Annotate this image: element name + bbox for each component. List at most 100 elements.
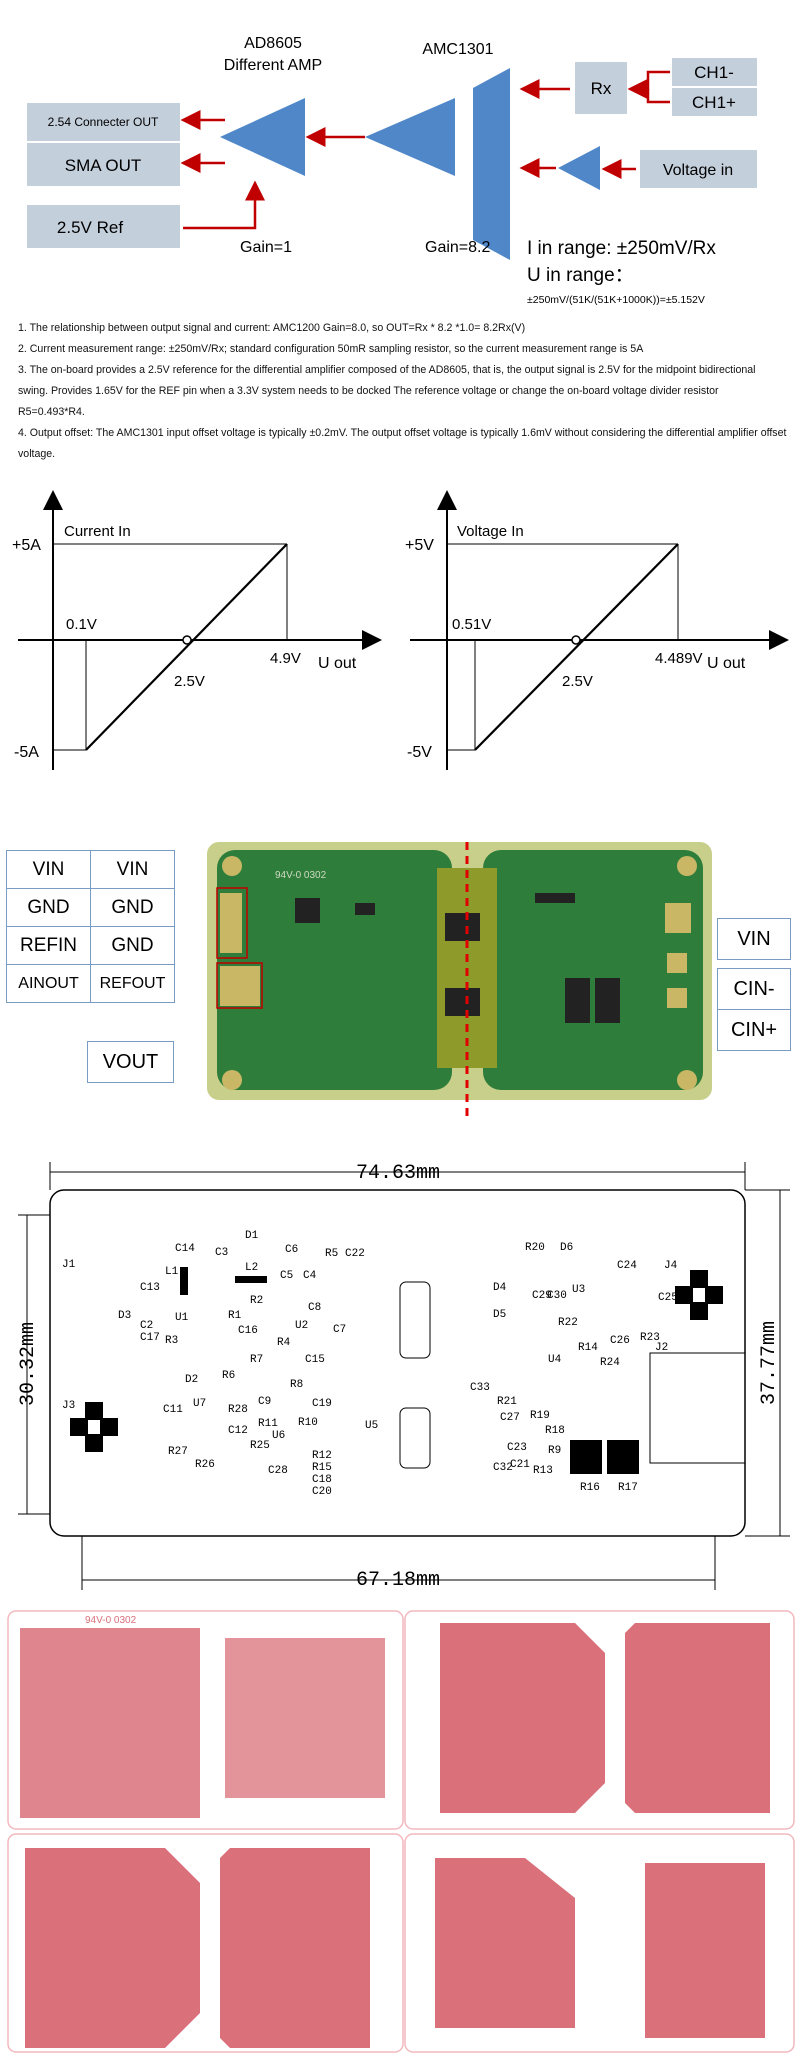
component-label-r25: R25 — [250, 1440, 270, 1452]
component-label-u2: U2 — [295, 1320, 308, 1332]
amc1301-title: AMC1301 — [422, 41, 493, 58]
current-x-axis: U out — [318, 655, 357, 672]
component-label-u5: U5 — [365, 1420, 378, 1432]
component-label-r16: R16 — [580, 1482, 600, 1494]
transfer-graphs: Current In +5A -5A 0.1V 2.5V 4.9V U out … — [12, 490, 789, 770]
component-label-c30: C30 — [547, 1290, 567, 1302]
i-range-label: I in range: ±250mV/Rx — [527, 238, 716, 259]
ad8605-triangle — [220, 98, 305, 176]
bottom-copper-layer — [404, 1833, 795, 2053]
component-label-r9: R9 — [548, 1445, 561, 1457]
rx-box — [575, 62, 627, 114]
component-label-r14: R14 — [578, 1342, 598, 1354]
component-label-r17: R17 — [618, 1482, 638, 1494]
component-label-c22: C22 — [345, 1248, 365, 1260]
component-label-r4: R4 — [277, 1337, 291, 1349]
component-label-c26: C26 — [610, 1335, 630, 1347]
component-label-c23: C23 — [507, 1442, 527, 1454]
vin-right-label: VIN — [717, 918, 791, 960]
component-label-c19: C19 — [312, 1398, 332, 1410]
ch-plus-box — [672, 88, 757, 116]
pcb-photo: 94V-0 0302 — [207, 838, 712, 1118]
component-label-d2: D2 — [185, 1374, 198, 1386]
component-label-r5: R5 — [325, 1248, 338, 1260]
component-label-l2: L2 — [245, 1262, 258, 1274]
component-label-l1: L1 — [165, 1266, 179, 1278]
cin-plus-label: CIN+ — [717, 1009, 791, 1051]
voltage-x-axis: U out — [707, 655, 746, 672]
component-label-c32: C32 — [493, 1462, 513, 1474]
component-label-c12: C12 — [228, 1425, 248, 1437]
pcb-silk: 94V-0 0302 — [275, 870, 327, 881]
component-label-c7: C7 — [333, 1324, 346, 1336]
note-3: 3. The on-board provides a 2.5V referenc… — [18, 364, 756, 418]
voltage-x-start: 0.51V — [452, 616, 491, 633]
component-label-c13: C13 — [140, 1282, 160, 1294]
component-label-c9: C9 — [258, 1396, 271, 1408]
current-graph-title: Current In — [64, 523, 131, 540]
component-label-r3: R3 — [165, 1335, 178, 1347]
voltage-in-triangle — [558, 146, 600, 190]
ad8605-title: AD8605 — [244, 35, 302, 52]
component-label-r20: R20 — [525, 1242, 545, 1254]
amc-diff-triangle — [365, 98, 455, 176]
pin-vin-2: VIN — [90, 850, 175, 889]
top-copper-layer: 94V-0 0302 — [7, 1610, 404, 1830]
ref-label: 2.5V Ref — [57, 218, 123, 237]
current-x-start: 0.1V — [66, 616, 97, 633]
sma-out-box — [27, 143, 180, 186]
component-label-r24: R24 — [600, 1357, 620, 1369]
component-label-r27: R27 — [168, 1446, 188, 1458]
component-label-c28: C28 — [268, 1465, 288, 1477]
component-label-r13: R13 — [533, 1465, 553, 1477]
pin-refout: REFOUT — [90, 964, 175, 1003]
connector-out-label: 2.54 Connecter OUT — [48, 115, 159, 129]
component-label-c33: C33 — [470, 1382, 490, 1394]
component-label-c3: C3 — [215, 1247, 228, 1259]
component-label-j3: J3 — [62, 1400, 75, 1412]
component-label-d3: D3 — [118, 1310, 131, 1322]
component-label-u3: U3 — [572, 1284, 585, 1296]
gain2-label: Gain=8.2 — [425, 239, 490, 256]
component-label-u6: U6 — [272, 1430, 285, 1442]
pin-gnd-3: GND — [90, 926, 175, 965]
component-label-c11: C11 — [163, 1404, 183, 1416]
gain1-label: Gain=1 — [240, 239, 292, 256]
vout-label: VOUT — [87, 1041, 174, 1083]
pin-refin: REFIN — [6, 926, 91, 965]
component-label-r6: R6 — [222, 1370, 235, 1382]
component-label-c24: C24 — [617, 1260, 637, 1272]
current-y-top: +5A — [12, 537, 41, 554]
connector-out-box — [27, 103, 180, 141]
component-label-u4: U4 — [548, 1354, 562, 1366]
component-label-r22: R22 — [558, 1317, 578, 1329]
voltage-x-end: 4.489V — [655, 650, 703, 667]
ch-minus-label: CH1- — [694, 63, 734, 82]
voltage-graph — [410, 490, 789, 770]
dim-width-bottom: 67.18mm — [356, 1569, 440, 1592]
component-label-c16: C16 — [238, 1325, 258, 1337]
component-label-r11: R11 — [258, 1418, 278, 1430]
component-label-c4: C4 — [303, 1270, 317, 1282]
component-label-c20: C20 — [312, 1486, 332, 1498]
rx-label: Rx — [591, 79, 612, 98]
dim-width-top: 74.63mm — [356, 1162, 440, 1185]
component-label-r19: R19 — [530, 1410, 550, 1422]
component-label-d1: D1 — [245, 1230, 259, 1242]
note-4: 4. Output offset: The AMC1301 input offs… — [18, 427, 787, 460]
sma-out-label: SMA OUT — [65, 156, 142, 175]
u-range-label: U in range： — [527, 265, 634, 286]
component-label-r21: R21 — [497, 1396, 517, 1408]
note-2: 2. Current measurement range: ±250mV/Rx;… — [18, 343, 644, 355]
component-label-r8: R8 — [290, 1379, 303, 1391]
component-label-c5: C5 — [280, 1270, 293, 1282]
component-label-u7: U7 — [193, 1398, 206, 1410]
ch-plus-label: CH1+ — [692, 93, 736, 112]
voltage-y-top: +5V — [405, 537, 434, 554]
inner-layer-2 — [7, 1833, 404, 2053]
notes: 1. The relationship between output signa… — [18, 318, 788, 465]
ch-minus-box — [672, 58, 757, 86]
copper-layers: 94V-0 0302 — [7, 1610, 795, 2053]
component-label-r1: R1 — [228, 1310, 242, 1322]
